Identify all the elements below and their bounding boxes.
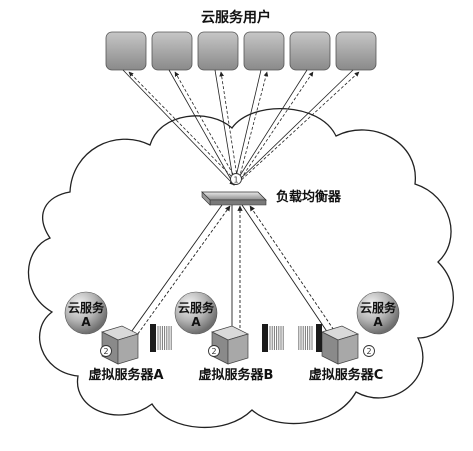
- step-2-marker: 2: [208, 345, 220, 357]
- load-balancer-label: 负载均衡器: [276, 189, 342, 205]
- virtual-server-label: 虚拟服务器B: [199, 367, 274, 383]
- cloud-service-letter: A: [191, 315, 201, 329]
- dispatch-line: [241, 204, 335, 343]
- return-line: [249, 205, 343, 343]
- svg-text:2: 2: [366, 347, 371, 356]
- user-request-line: [168, 69, 235, 186]
- user-request-line: [122, 69, 235, 186]
- user-response-line: [174, 71, 239, 184]
- cloud-service-letter: A: [81, 315, 91, 329]
- user-box: [335, 31, 377, 71]
- user-request-line: [214, 69, 236, 186]
- step-2-marker: 2: [363, 345, 375, 357]
- user-request-line: [233, 69, 308, 186]
- user-request-arrows: [122, 69, 360, 186]
- user-request-line: [232, 69, 262, 186]
- dispatch-line: [123, 204, 223, 343]
- virtual-server-label: 虚拟服务器A: [88, 367, 163, 383]
- cloud-service-name: 云服务: [178, 300, 215, 315]
- user-request-line: [233, 69, 354, 186]
- virtual-server-label: 虚拟服务器C: [309, 367, 384, 383]
- server-cube: [321, 325, 359, 365]
- cloud-service-name: 云服务: [360, 300, 397, 315]
- usage-meter: [262, 324, 284, 352]
- user-box: [105, 31, 147, 71]
- usage-meter: [150, 324, 172, 352]
- usage-meter: [298, 324, 322, 352]
- cloud-service-sphere: [174, 291, 218, 335]
- svg-text:2: 2: [211, 347, 216, 356]
- load-balancer: [201, 191, 267, 206]
- user-response-line: [237, 71, 269, 184]
- cloud-service-letter: A: [373, 315, 383, 329]
- server-cube: [211, 325, 249, 365]
- cloud-users-label: 云服务用户: [201, 9, 271, 26]
- step-1-marker: 1: [230, 173, 242, 185]
- user-box: [151, 31, 193, 71]
- user-box: [197, 31, 239, 71]
- step-2-marker: 2: [100, 345, 112, 357]
- distribution-arrows: [123, 204, 343, 343]
- user-response-line: [237, 71, 314, 184]
- svg-text:1: 1: [233, 176, 238, 185]
- user-box: [289, 31, 331, 71]
- user-response-line: [219, 71, 239, 184]
- return-line: [131, 205, 231, 343]
- user-box: [243, 31, 285, 71]
- user-response-line: [237, 71, 360, 184]
- cloud-users: [105, 31, 377, 71]
- cloud-service-name: 云服务: [68, 300, 105, 315]
- server-cube: [101, 325, 139, 365]
- user-response-line: [128, 71, 239, 184]
- cloud-service-sphere: [64, 291, 108, 335]
- cloud-service-sphere: [356, 291, 400, 335]
- svg-text:2: 2: [103, 347, 108, 356]
